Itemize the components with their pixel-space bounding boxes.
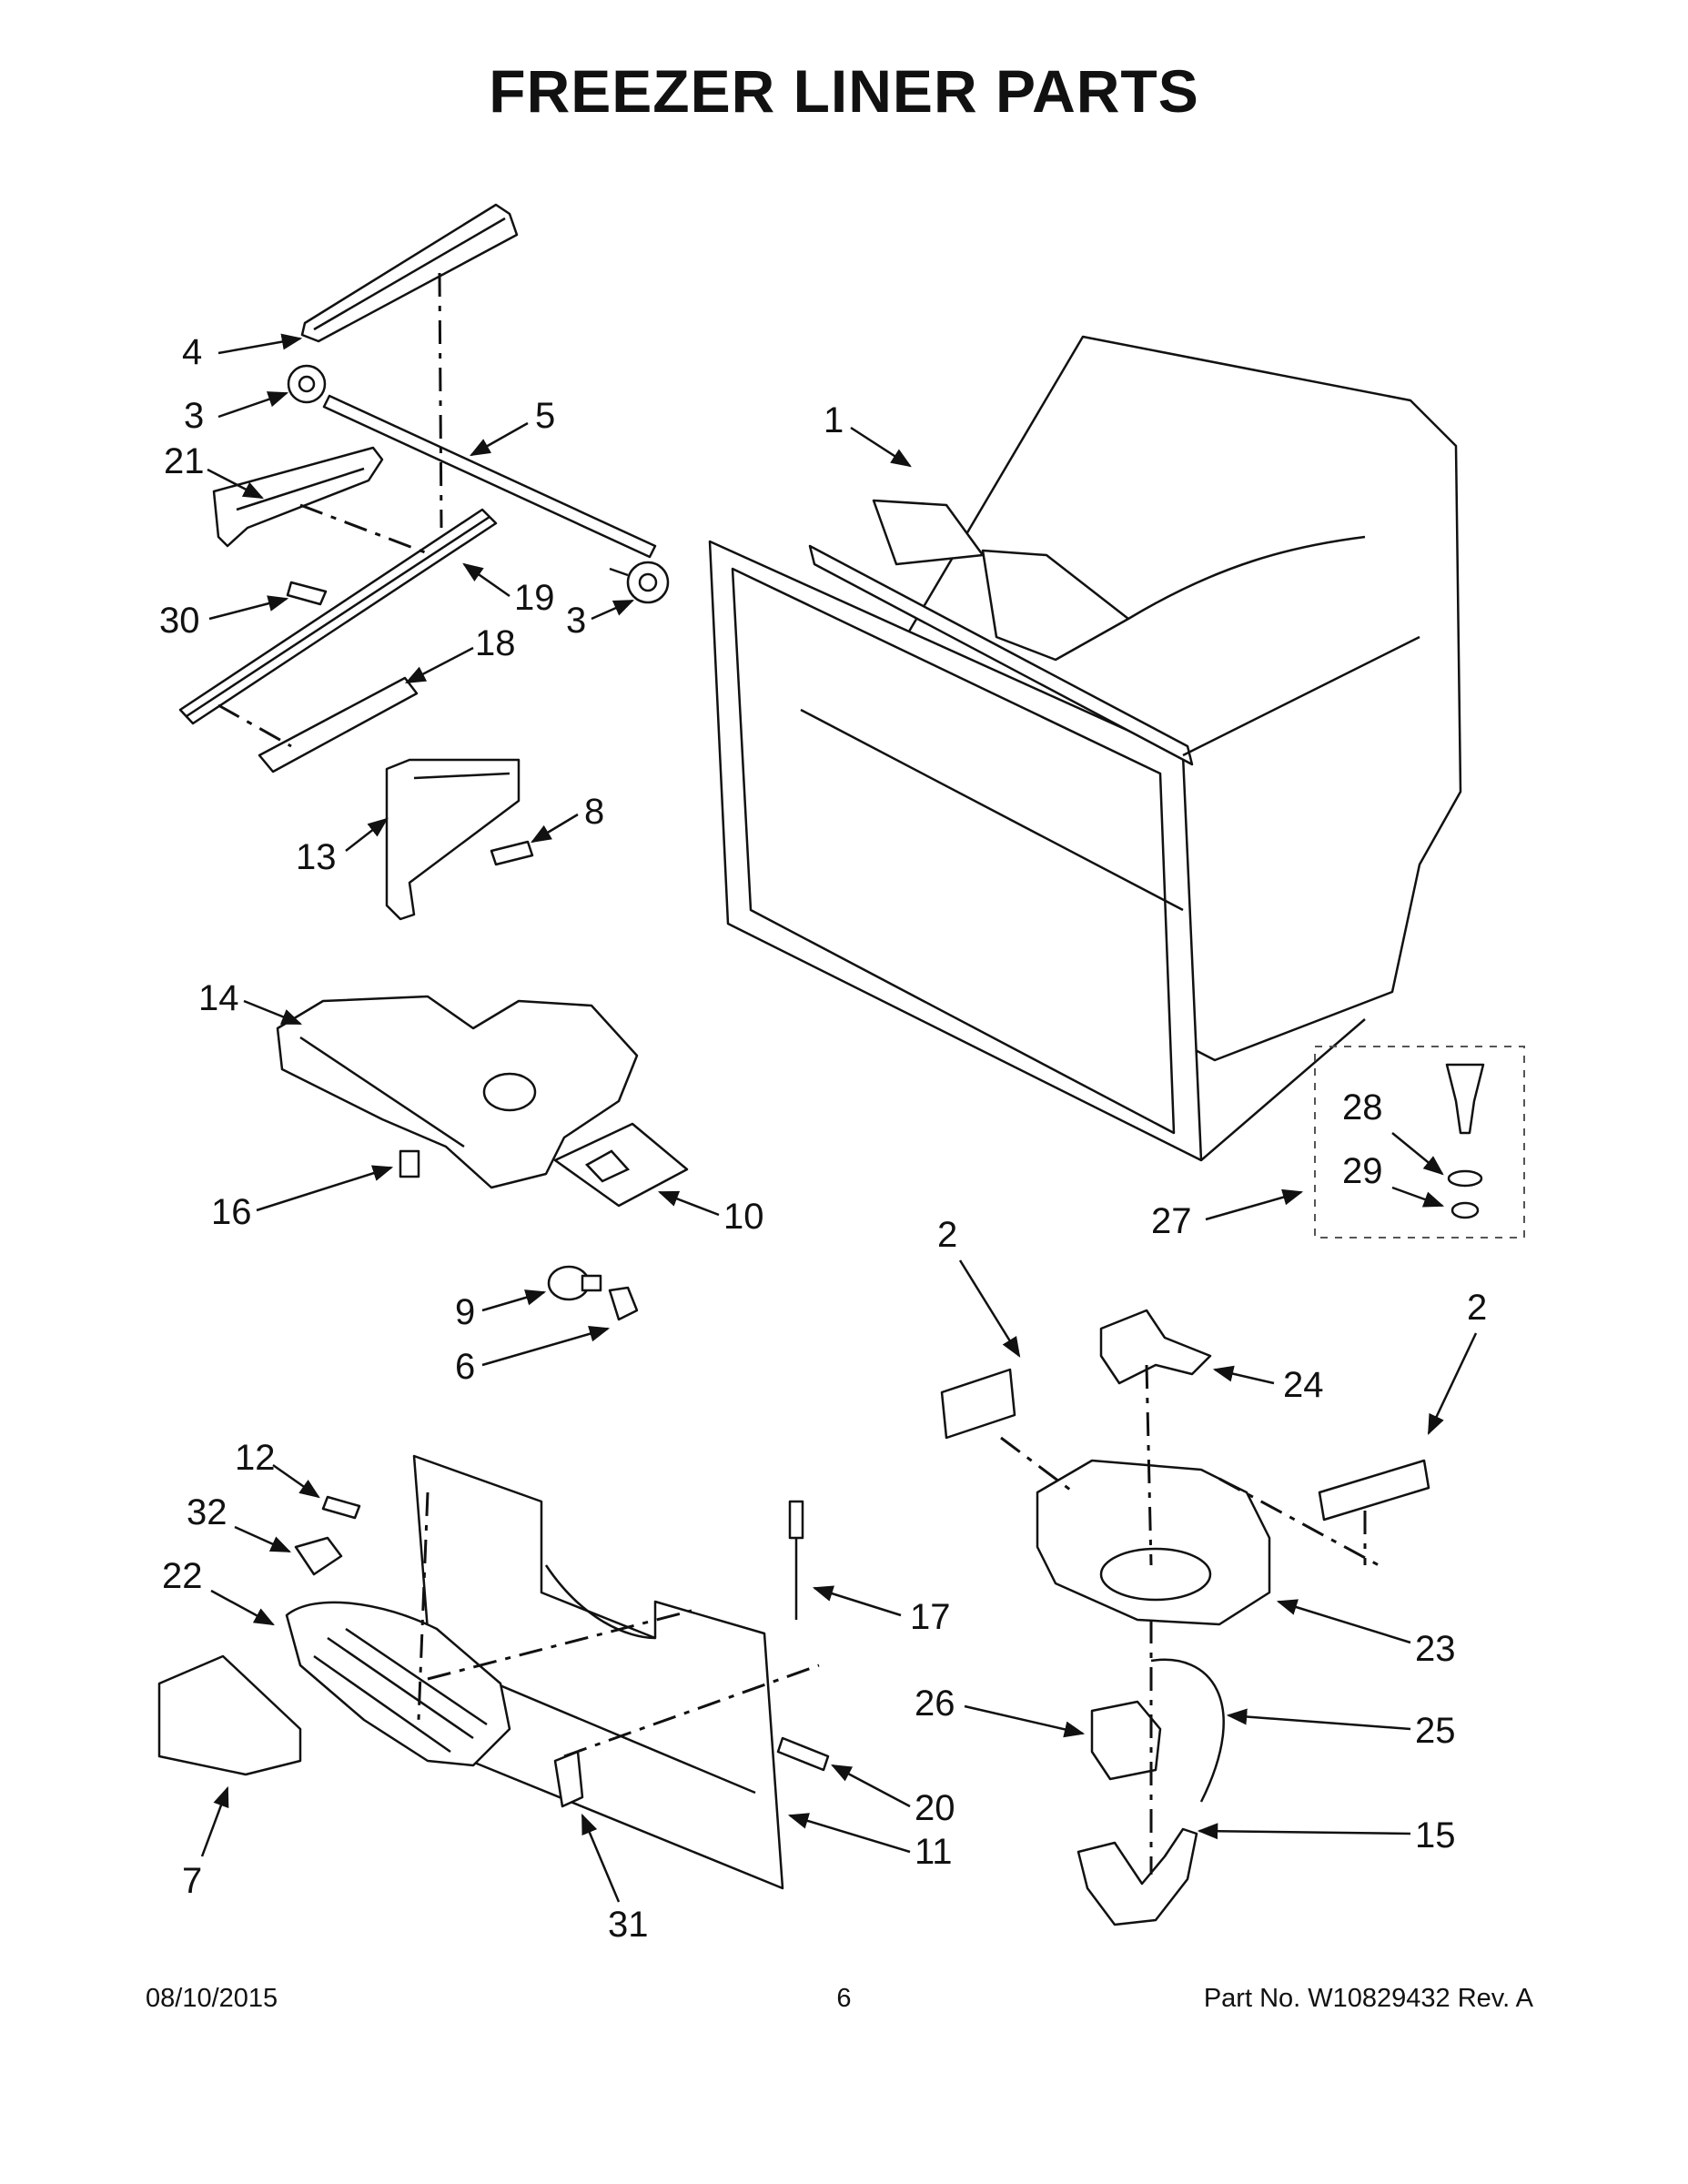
callout-32: 32 [187, 1492, 227, 1532]
callout-6: 6 [455, 1347, 475, 1387]
callout-14: 14 [198, 978, 239, 1018]
callout-2-right: 2 [1467, 1288, 1487, 1328]
callout-30: 30 [159, 601, 200, 641]
part-30-screw [286, 581, 328, 606]
part-25-harness [1150, 1658, 1225, 1803]
page-title: FREEZER LINER PARTS [489, 57, 1199, 125]
callout-11: 11 [915, 1832, 953, 1872]
callout-16: 16 [211, 1192, 252, 1232]
part-19-slide [178, 508, 498, 725]
callout-12: 12 [235, 1438, 276, 1478]
callout-3-right: 3 [566, 601, 586, 641]
callout-3-top: 3 [184, 396, 204, 436]
callout-9: 9 [455, 1292, 475, 1332]
callout-29: 29 [1342, 1151, 1383, 1191]
callout-19: 19 [514, 578, 555, 618]
part-3-gear-right [609, 561, 670, 604]
callout-4: 4 [182, 332, 202, 372]
part-3-gear-top [287, 364, 327, 404]
part-18-slide [258, 676, 419, 774]
part-17-sensor [788, 1500, 804, 1620]
part-14-duct-tray [276, 995, 639, 1189]
callout-28: 28 [1342, 1087, 1383, 1127]
part-2-pad-left [940, 1368, 1016, 1440]
part-5-rod [322, 394, 657, 559]
callout-31: 31 [608, 1905, 649, 1945]
callout-10: 10 [723, 1197, 764, 1237]
callout-7: 7 [182, 1861, 202, 1901]
callout-13: 13 [296, 837, 337, 877]
part-23-fan-shroud [1036, 1459, 1271, 1626]
callout-2-left: 2 [937, 1215, 957, 1255]
part-24-fan-blade [1099, 1309, 1212, 1385]
part-2-pad-right [1318, 1459, 1430, 1522]
part-21-bracket [212, 446, 384, 548]
callout-15: 15 [1415, 1815, 1456, 1855]
callout-20: 20 [915, 1788, 955, 1828]
part-16-switch [399, 1149, 420, 1178]
callout-1: 1 [824, 400, 844, 440]
callout-5: 5 [535, 396, 555, 436]
part-10-gasket [553, 1122, 689, 1208]
part-1-freezer-liner [708, 335, 1462, 1162]
part-6-socket [608, 1286, 639, 1321]
callout-8: 8 [584, 792, 604, 832]
footer-page-number: 6 [836, 1984, 852, 2013]
callout-17: 17 [910, 1597, 951, 1637]
callout-24: 24 [1283, 1365, 1324, 1405]
part-22-grille [285, 1601, 511, 1767]
part-15-bracket [1076, 1827, 1198, 1926]
part-26-motor [1090, 1700, 1162, 1781]
part-20-strip [776, 1736, 830, 1772]
part-13-bracket [385, 758, 521, 921]
footer-part-number: Part No. W10829432 Rev. A [1203, 1984, 1533, 2013]
callout-23: 23 [1415, 1629, 1456, 1669]
part-7-cover [157, 1654, 302, 1776]
footer-date: 08/10/2015 [146, 1984, 278, 2013]
callout-21: 21 [164, 441, 205, 481]
callout-25: 25 [1415, 1711, 1456, 1751]
part-12-screw [321, 1495, 361, 1520]
part-4-rail [300, 203, 519, 343]
callout-26: 26 [915, 1684, 955, 1724]
part-27-assembly-box [1314, 1046, 1525, 1239]
callout-18: 18 [475, 623, 516, 663]
part-9-lamp [547, 1265, 602, 1301]
part-32-bracket [294, 1536, 343, 1576]
part-8-screw [490, 840, 534, 866]
callout-27: 27 [1151, 1201, 1192, 1241]
callout-22: 22 [162, 1556, 203, 1596]
